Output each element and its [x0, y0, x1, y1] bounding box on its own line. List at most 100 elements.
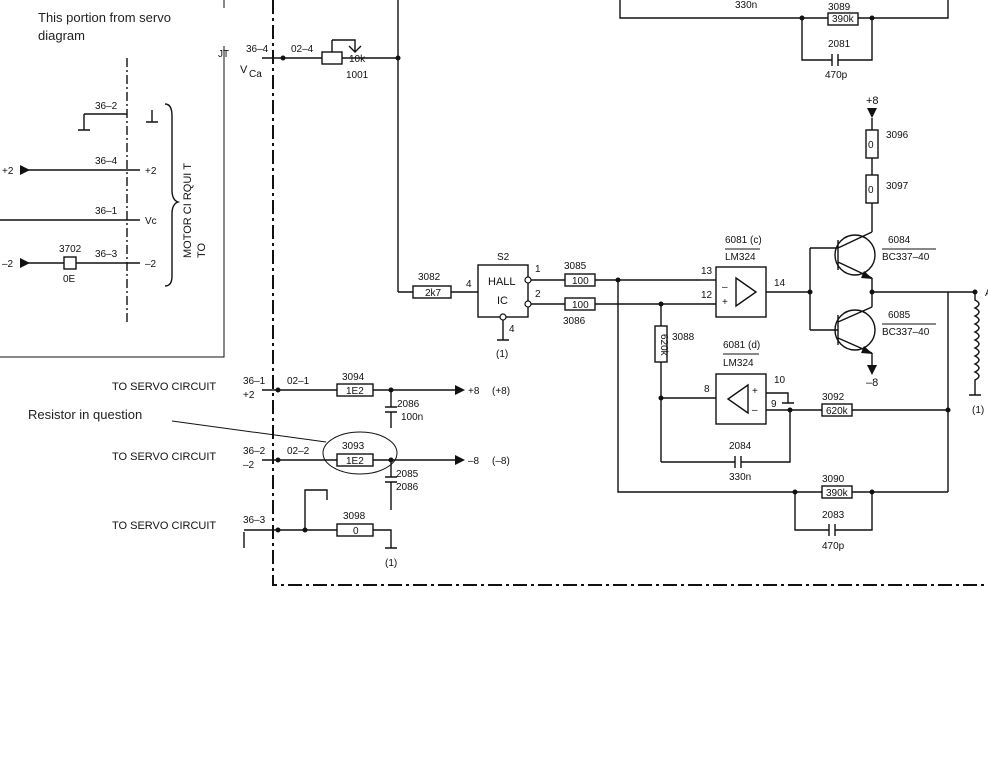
c2083-value: 470p: [822, 541, 845, 552]
r3092-ref: 3092: [822, 392, 845, 403]
opamp-c-minus: –: [722, 282, 728, 293]
vca-label: V: [240, 64, 248, 76]
r3086-body: [564, 297, 596, 311]
opamp-c: – + 6081 (c) LM324 13 12 14: [700, 235, 813, 318]
hall-pin-4a: 4: [466, 279, 472, 290]
c2084-ref: 2084: [729, 441, 752, 452]
r3082-ref: 3082: [418, 272, 441, 283]
inset-rail-neg2: –2: [2, 259, 14, 270]
top-pin-label: 36–4: [246, 44, 269, 55]
servo-row1-pin: 36–1: [243, 376, 266, 387]
top-connector: 36–4 02–4 JT V Ca 10k 1001: [218, 0, 413, 293]
hall-pin-1: 1: [535, 264, 541, 275]
servo-row2-label: TO SERVO CIRCUIT: [112, 451, 216, 463]
top-wire-label: 02–4: [291, 44, 314, 55]
c2083-ref: 2083: [822, 510, 845, 521]
c2081-ref: 2081: [828, 39, 851, 50]
board-border: [272, 0, 988, 586]
c2084-value: 330n: [729, 472, 751, 483]
c2085-ref: 2085: [396, 469, 419, 480]
hall-pin-2: 2: [535, 289, 541, 300]
q6084-ref: 6084: [888, 235, 911, 246]
r3096-body: [865, 129, 879, 159]
c2081-value: 470p: [825, 70, 848, 81]
q6084-part: BC337–40: [882, 252, 930, 263]
hall-line2: IC: [497, 295, 508, 307]
opamp-d-plus: +: [752, 386, 758, 397]
servo-row2-pin: 36–2: [243, 446, 266, 457]
r3097-value: 0: [868, 185, 874, 196]
opamp-d-section: 620k 3088 8 + – 6081 (d) LM324 10 9 3092…: [654, 292, 951, 492]
inset-pin-36-4: 36–4: [95, 156, 118, 167]
r3094-body: [336, 383, 374, 397]
hall-ic-body: [477, 264, 529, 318]
r3092-body: [821, 403, 853, 417]
r3086-ref: 3086: [563, 316, 586, 327]
inset-pin-36-2: 36–2: [95, 101, 118, 112]
r3089-ref: 3089: [828, 2, 851, 13]
resistor-note: Resistor in question: [28, 407, 142, 422]
top-feedback: 330n 3089 390k 2081 470p: [619, 0, 949, 81]
r3093-body: [336, 453, 374, 467]
opamp-d-minus: –: [752, 405, 758, 416]
partial-a: A: [985, 288, 988, 299]
servo-row3-gnd: (1): [385, 558, 397, 569]
r3089-value: 390k: [832, 14, 855, 25]
inset-rail-pos2: +2: [2, 166, 14, 177]
r3098-body: [336, 523, 374, 537]
bottom-feedback: 3090 390k 2083 470p: [617, 280, 948, 552]
servo-row1-label: TO SERVO CIRCUIT: [112, 381, 216, 393]
inset-signal-neg2: –2: [145, 259, 157, 270]
opamp-c-plus: +: [722, 297, 728, 308]
jt-mark: JT: [218, 49, 229, 60]
servo-note-line1: This portion from servo: [38, 10, 171, 25]
hall-ref: S2: [497, 252, 510, 263]
servo-row2-out: –8: [468, 456, 480, 467]
rail-neg8: –8: [866, 377, 878, 389]
inset-side-label-motor-visible: MOTOR CI RQUI T: [182, 163, 194, 258]
r3082-value: 2k7: [425, 288, 442, 299]
r3097-body: [865, 174, 879, 204]
q6085-part: BC337–40: [882, 327, 930, 338]
opamp-d-pin10: 10: [774, 375, 786, 386]
r3090-value: 390k: [826, 488, 849, 499]
output-stage: –8 6084 BC337–40 6085 BC337–40 +8 0 3096…: [809, 95, 988, 416]
hall-line1: HALL: [488, 276, 516, 288]
r3098-value: 0: [353, 526, 359, 537]
r3094-ref: 3094: [342, 372, 365, 383]
r3096-value: 0: [868, 140, 874, 151]
hall-pin-4b: 4: [509, 324, 515, 335]
c2086-value: 100n: [401, 412, 423, 423]
r3085-ref: 3085: [564, 261, 587, 272]
servo-row-2: Resistor in question TO SERVO CIRCUIT 36…: [28, 407, 510, 510]
inset-r3702-value: 0E: [63, 274, 76, 285]
rail-pos8: +8: [866, 95, 879, 107]
hall-section: 3082 2k7 4 S2 HALL IC 1 2 4 (1): [412, 252, 541, 360]
inset-pin-36-3: 36–3: [95, 249, 118, 260]
opamp-d-part: LM324: [723, 358, 754, 369]
r3088-value: 620k: [658, 334, 669, 357]
r3085-value: 100: [572, 276, 589, 287]
opamp-c-pin12: 12: [701, 290, 713, 301]
left-inset: This portion from servo diagram 36–2 36–…: [0, 0, 225, 358]
inset-pin-36-1: 36–1: [95, 206, 118, 217]
servo-row1-sign: +2: [243, 390, 255, 401]
servo-row2-out-paren: (–8): [492, 456, 510, 467]
servo-row-3: TO SERVO CIRCUIT 36–3 3098 0 (1): [112, 489, 397, 569]
r3086-value: 100: [572, 300, 589, 311]
opamp-c-pin13: 13: [701, 266, 713, 277]
inset-side-label-to: TO: [196, 242, 208, 258]
r3090-body: [821, 485, 853, 499]
opamp-c-part: LM324: [725, 252, 756, 263]
servo-row2-wire: 02–2: [287, 446, 310, 457]
opamp-d-pin9: 9: [771, 399, 777, 410]
r3097-ref: 3097: [886, 181, 909, 192]
inset-signal-pos2: +2: [145, 166, 157, 177]
servo-row1-out: +8: [468, 386, 480, 397]
r3098-ref: 3098: [343, 511, 366, 522]
q6085-ref: 6085: [888, 310, 911, 321]
r3085-body: [564, 273, 596, 287]
r3088-ref: 3088: [672, 332, 695, 343]
r3094-value: 1E2: [346, 386, 364, 397]
